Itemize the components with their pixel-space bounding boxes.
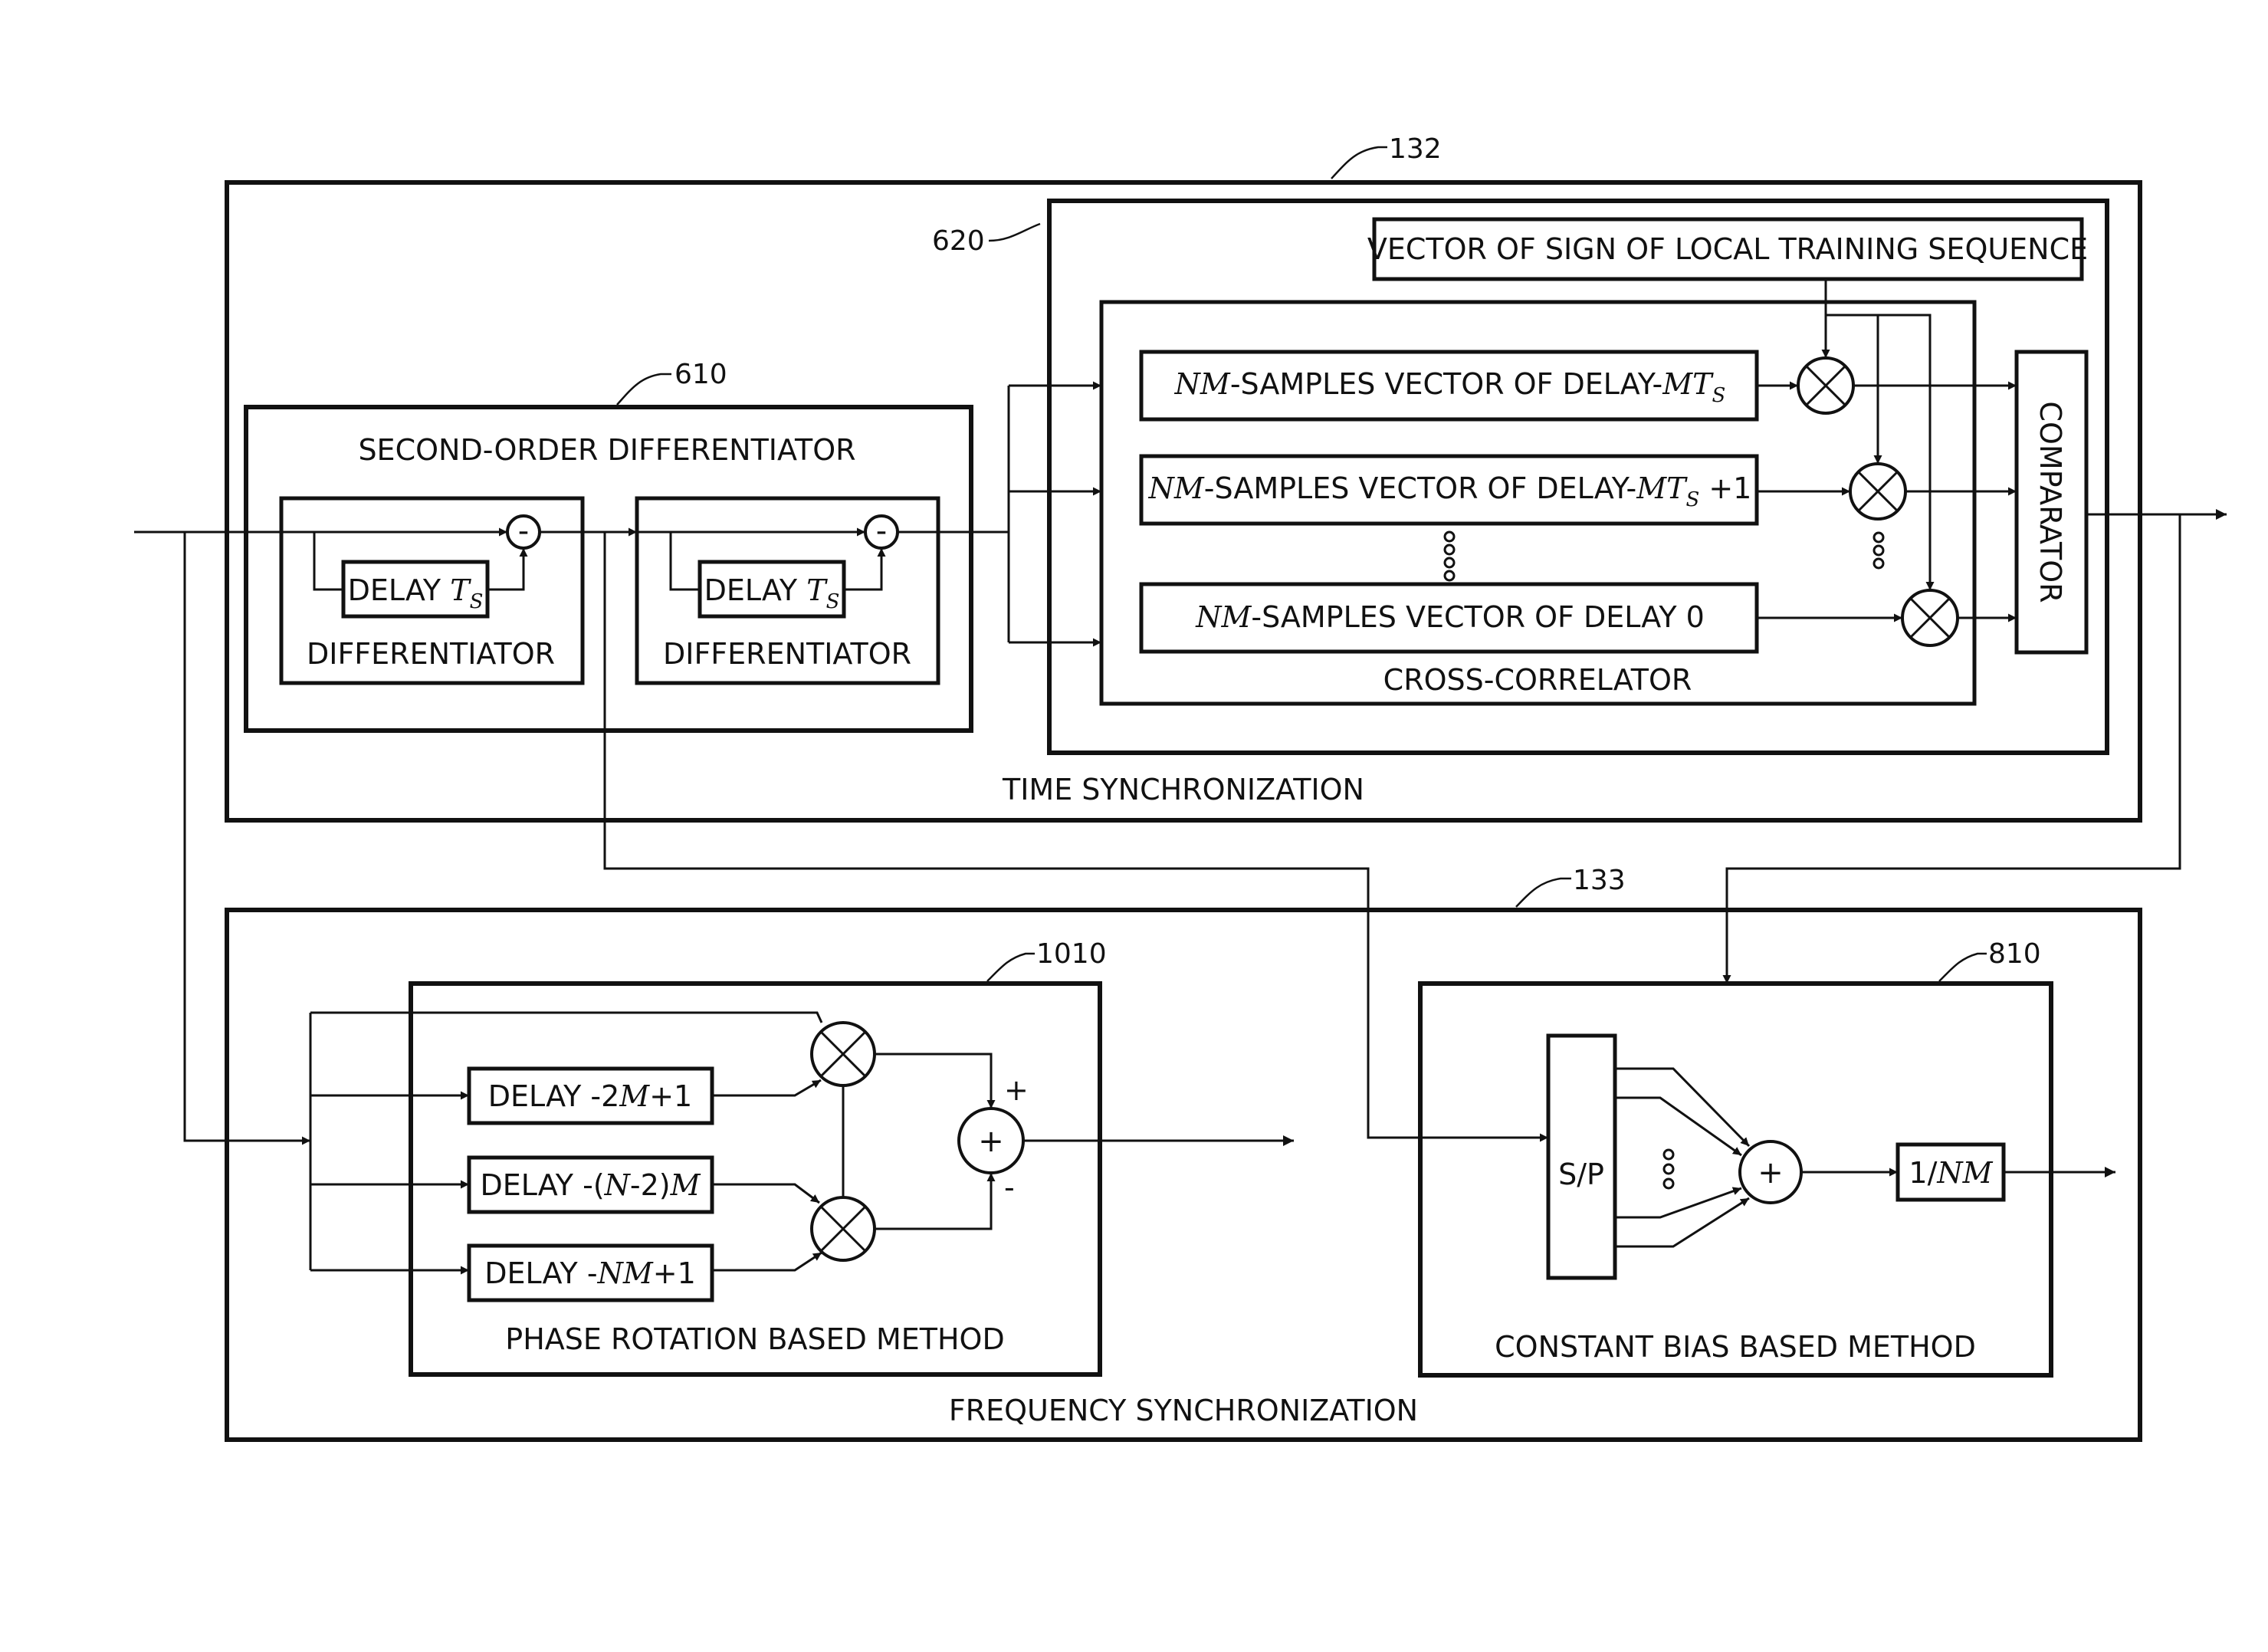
ref-1010: 1010 (1036, 938, 1107, 970)
multiplier-1 (1798, 358, 1853, 413)
training-sequence-sign-label: VECTOR OF SIGN OF LOCAL TRAINING SEQUENC… (1367, 232, 2088, 266)
ref-leader-810 (1939, 954, 1987, 981)
constant-bias-block: CONSTANT BIAS BASED METHOD 810 S/P + 1/N… (1420, 938, 2051, 1375)
vector-row-1-label: NM-SAMPLES VECTOR OF DELAY-MTS (1174, 367, 1726, 407)
multiplier-3 (1902, 590, 1958, 645)
differentiator-label-2: DIFFERENTIATOR (663, 637, 911, 671)
row-ellipsis-dots (1445, 532, 1454, 580)
cross-correlator-label: CROSS-CORRELATOR (1383, 663, 1692, 697)
ref-133: 133 (1573, 865, 1626, 896)
delay-ts-label-2: DELAY TS (704, 573, 840, 613)
delay-ts-label-1: DELAY TS (348, 573, 484, 613)
multiplier-2 (1850, 464, 1905, 519)
ref-leader-1010 (987, 954, 1035, 981)
phase-rotation-block: PHASE ROTATION BASED METHOD 1010 DELAY -… (411, 938, 1107, 1374)
multiplier-ellipsis-dots (1874, 533, 1883, 568)
ref-leader-132 (1331, 147, 1387, 179)
phase-adder-sign: + (978, 1124, 1004, 1159)
second-order-differentiator: SECOND-ORDER DIFFERENTIATOR 610 DELAY TS… (246, 359, 971, 731)
ref-leader-133 (1516, 879, 1571, 907)
phase-multiplier-1 (812, 1023, 875, 1085)
delay-label-2: DELAY -(N-2)M (480, 1168, 701, 1202)
phase-rotation-title: PHASE ROTATION BASED METHOD (505, 1322, 1004, 1356)
ref-620: 620 (932, 225, 985, 257)
bias-adder-sign: + (1758, 1155, 1784, 1191)
freq-sync-title: FREQUENCY SYNCHRONIZATION (949, 1394, 1418, 1427)
delay-label-1: DELAY -2M+1 (488, 1079, 693, 1113)
divide-label: 1/NM (1909, 1156, 1993, 1190)
serial-parallel-box (1548, 1036, 1615, 1278)
phase-multiplier-2 (812, 1197, 875, 1260)
ref-810: 810 (1988, 938, 2041, 970)
adder-minus-label: - (1004, 1171, 1015, 1204)
vector-row-2-label: NM-SAMPLES VECTOR OF DELAY-MTS +1 (1148, 471, 1752, 511)
differentiator-label-1: DIFFERENTIATOR (307, 637, 555, 671)
adder-plus-label: + (1004, 1073, 1029, 1107)
serial-parallel-label: S/P (1558, 1158, 1604, 1191)
ref-610: 610 (674, 359, 727, 390)
subtractor-2-sign: - (876, 514, 887, 549)
ref-leader-610 (617, 374, 671, 405)
constant-bias-title: CONSTANT BIAS BASED METHOD (1495, 1330, 1976, 1364)
vector-row-3-label: NM-SAMPLES VECTOR OF DELAY 0 (1195, 600, 1705, 634)
time-sync-title: TIME SYNCHRONIZATION (1002, 773, 1364, 806)
ref-leader-620 (989, 224, 1040, 241)
bias-ellipsis-dots (1664, 1150, 1673, 1188)
subtractor-1-sign: - (518, 514, 529, 549)
ref-132: 132 (1389, 133, 1442, 165)
delay-label-3: DELAY -NM+1 (484, 1256, 696, 1290)
differentiator-title: SECOND-ORDER DIFFERENTIATOR (358, 433, 855, 467)
comparator-label: COMPARATOR (2033, 401, 2067, 603)
